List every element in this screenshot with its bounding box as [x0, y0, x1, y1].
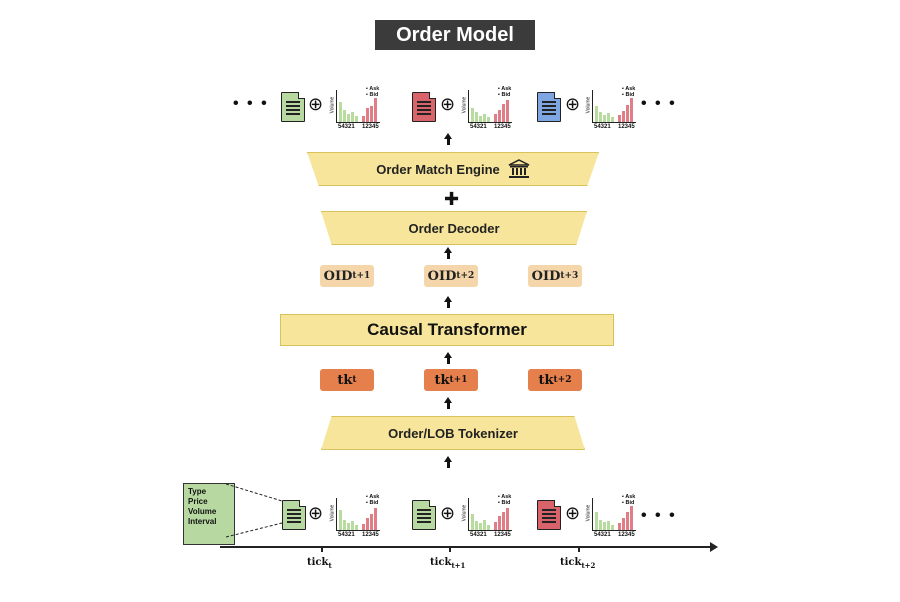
- lob-chart: Volume 54321 12345 ▪ Ask ▪ Bid: [585, 86, 636, 130]
- arrow-up-icon: [444, 133, 452, 139]
- order-doc-icon-red: [537, 500, 561, 530]
- timeline-arrow-icon: [710, 542, 718, 552]
- tick-label-1: tickt: [307, 557, 332, 570]
- ellipsis-left: • • •: [233, 95, 269, 112]
- note-connector: [226, 483, 283, 538]
- order-lob-tokenizer: Order/LOB Tokenizer: [321, 416, 585, 450]
- arrow-up: [447, 253, 450, 259]
- tick-mark: [578, 546, 580, 552]
- arrow-up-icon: [444, 247, 452, 253]
- tick-mark: [449, 546, 451, 552]
- order-doc-icon-blue: [537, 92, 561, 122]
- order-doc-icon-green: [281, 92, 305, 122]
- order-decoder: Order Decoder: [321, 211, 587, 245]
- page-title: Order Model: [375, 20, 535, 50]
- order-fields-note: Type Price Volume Interval: [183, 483, 235, 545]
- order-doc-icon-green: [282, 500, 306, 530]
- oplus-icon: ⊕: [565, 503, 581, 523]
- oplus-icon: ⊕: [565, 94, 581, 114]
- arrow-up: [447, 403, 450, 409]
- causal-transformer: Causal Transformer: [280, 314, 614, 346]
- arrow-up-icon: [444, 352, 452, 358]
- arrow-up: [447, 139, 450, 145]
- lob-chart: Volume 54321 12345 ▪ Ask ▪ Bid: [461, 86, 512, 130]
- oplus-icon: ⊕: [308, 94, 324, 114]
- lob-chart: Volume 54321 12345 ▪ Ask ▪ Bid: [461, 494, 512, 538]
- lob-chart: Volume 54321 12345 ▪ Ask ▪ Bid: [329, 86, 380, 130]
- order-doc-icon-red: [412, 92, 436, 122]
- tick-label-2: tickt+1: [430, 557, 466, 570]
- lob-chart: Volume 54321 12345 ▪ Ask ▪ Bid: [585, 494, 636, 538]
- order-match-engine: Order Match Engine: [307, 152, 599, 186]
- oplus-icon: ⊕: [440, 94, 456, 114]
- bank-icon: [508, 159, 530, 178]
- ellipsis-right: • • •: [641, 507, 677, 524]
- plus-icon: ✚: [444, 189, 460, 209]
- lob-chart: Volume 54321 12345 ▪ Ask ▪ Bid: [329, 494, 380, 538]
- order-doc-icon-green: [412, 500, 436, 530]
- ellipsis-right: • • •: [641, 95, 677, 112]
- tick-label-3: tickt+2: [560, 557, 596, 570]
- arrow-up: [447, 462, 450, 468]
- oplus-icon: ⊕: [440, 503, 456, 523]
- arrow-up-icon: [444, 456, 452, 462]
- arrow-up-icon: [444, 397, 452, 403]
- tick-mark: [321, 546, 323, 552]
- oplus-icon: ⊕: [308, 503, 324, 523]
- timeline-axis: [220, 546, 710, 548]
- arrow-up: [447, 358, 450, 364]
- arrow-up-icon: [444, 296, 452, 302]
- arrow-up: [447, 302, 450, 308]
